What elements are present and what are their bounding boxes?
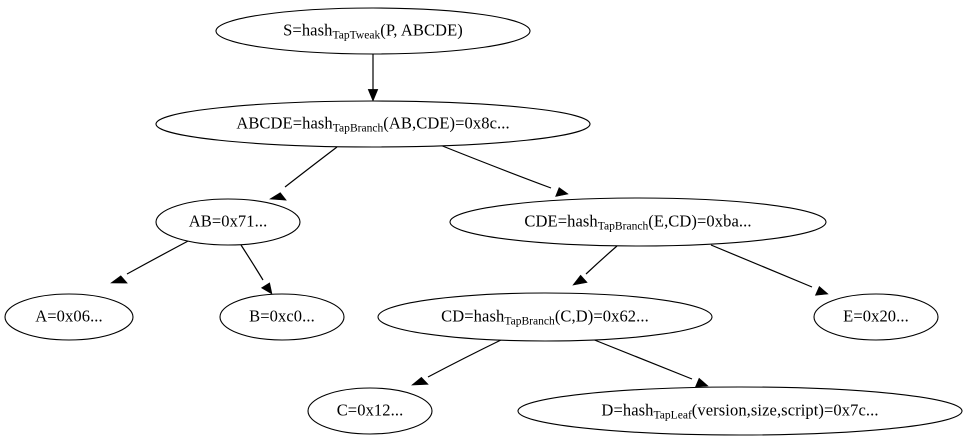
- edge-s-to-abcde: [367, 54, 379, 102]
- node-shape-d[interactable]: [517, 386, 963, 436]
- edge-ab-to-b: [240, 244, 273, 295]
- node-shape-abcde[interactable]: [155, 100, 591, 148]
- node-shape-s[interactable]: [215, 7, 531, 55]
- node-shape-c[interactable]: [307, 387, 433, 435]
- node-shape-e[interactable]: [813, 293, 939, 341]
- edge-layer: [110, 54, 829, 388]
- edge-abcde-to-ab: [269, 146, 338, 201]
- node-shape-cde[interactable]: [449, 197, 827, 247]
- node-shape-layer: [4, 7, 963, 436]
- edge-cd-to-d: [591, 338, 709, 388]
- edge-cde-to-cd: [572, 245, 618, 286]
- node-shape-b[interactable]: [219, 293, 345, 341]
- edge-cde-to-e: [710, 244, 829, 296]
- edge-abcde-to-cde: [439, 144, 569, 197]
- node-shape-a[interactable]: [4, 293, 134, 341]
- edge-cd-to-c: [411, 338, 504, 386]
- node-shape-cd[interactable]: [377, 292, 713, 342]
- node-shape-ab[interactable]: [155, 198, 301, 246]
- edge-ab-to-a: [110, 239, 191, 284]
